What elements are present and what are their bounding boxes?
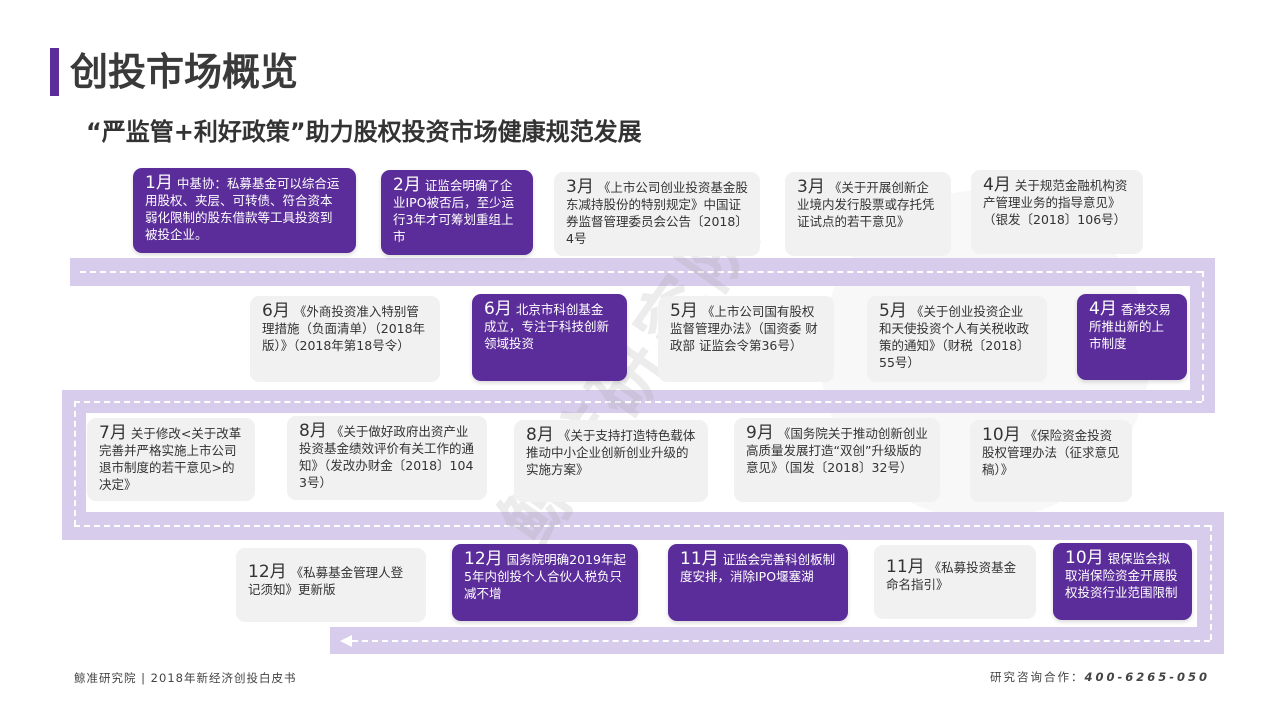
card-text: 证监会完善科创板制度安排，消除IPO堰塞湖 (680, 552, 836, 584)
timeline-card-r2-c5: 4月香港交易所推出新的上市制度 (1077, 294, 1187, 380)
card-text: 《保险资金投资股权管理办法（征求意见稿）》 (982, 428, 1120, 477)
timeline-card-r1-c5: 4月关于规范金融机构资产管理业务的指导意见》（银发〔2018〕106号） (971, 170, 1143, 254)
timeline-card-r3-c3: 8月《关于支持打造特色载体推动中小企业创新创业升级的实施方案》 (514, 420, 708, 502)
card-text: 《关于支持打造特色载体推动中小企业创新创业升级的实施方案》 (526, 428, 696, 477)
track-dash-right3 (1210, 525, 1212, 640)
card-month: 5月 (670, 301, 698, 321)
timeline-card-r3-c1: 7月关于修改<关于改革完善并严格实施上市公司退市制度的若干意见>的决定》 (87, 418, 255, 501)
timeline-card-r4-c1: 12月《私募基金管理人登记须知》更新版 (236, 548, 426, 622)
card-text: 《私募基金管理人登记须知》更新版 (248, 565, 404, 597)
timeline-card-r4-c2: 12月国务院明确2019年起5年内创投个人合伙人税负只减不增 (452, 544, 638, 621)
page-title: 创投市场概览 (70, 50, 299, 94)
card-text: 《上市公司国有股权监督管理办法》（国资委 财政部 证监会令第36号） (670, 304, 818, 353)
track-dash-right1 (1202, 271, 1204, 401)
footer-contact-label: 研究咨询合作： (990, 670, 1085, 684)
timeline-card-r1-c3: 3月《上市公司创业投资基金股东减持股份的特别规定》中国证券监督管理委员会公告〔2… (554, 172, 760, 256)
footer-phone: 400-6265-050 (1084, 670, 1211, 684)
card-text: 《国务院关于推动创新创业高质量发展打造“双创”升级版的意见》（国发〔2018〕3… (746, 426, 928, 475)
timeline-card-r2-c4: 5月《关于创业投资企业和天使投资个人有关税收政策的通知》（财税〔2018〕55号… (867, 296, 1047, 382)
card-text: 《关于创业投资企业和天使投资个人有关税收政策的通知》（财税〔2018〕55号） (879, 304, 1030, 370)
card-text: 证监会明确了企业IPO被否后，至少运行3年才可筹划重组上市 (393, 178, 515, 244)
title-accent-bar (50, 48, 59, 96)
card-text: 银保监会拟取消保险资金开展股权投资行业范围限制 (1065, 551, 1178, 600)
card-text: 国务院明确2019年起5年内创投个人合伙人税负只减不增 (464, 552, 626, 601)
card-month: 4月 (983, 175, 1011, 195)
card-month: 3月 (797, 177, 825, 197)
timeline-card-r4-c4: 11月《私募投资基金命名指引》 (874, 545, 1036, 619)
timeline-card-r1-c1: 1月中基协：私募基金可以综合运用股权、夹层、可转债、符合资本弱化限制的股东借款等… (133, 168, 356, 253)
card-text: 中基协：私募基金可以综合运用股权、夹层、可转债、符合资本弱化限制的股东借款等工具… (145, 176, 340, 242)
card-month: 2月 (393, 175, 421, 195)
timeline-card-r4-c3: 11月证监会完善科创板制度安排，消除IPO堰塞湖 (668, 544, 848, 621)
card-month: 8月 (299, 421, 327, 441)
card-text: 关于修改<关于改革完善并严格实施上市公司退市制度的若干意见>的决定》 (99, 426, 242, 492)
track-arrow-icon (340, 635, 352, 647)
timeline-card-r2-c2: 6月北京市科创基金成立，专注于科技创新领域投资 (472, 294, 627, 381)
card-text: 北京市科创基金成立，专注于科技创新领域投资 (484, 302, 610, 351)
card-month: 4月 (1089, 299, 1117, 319)
track-dash-row3 (74, 525, 1210, 527)
card-text: 香港交易所推出新的上市制度 (1089, 302, 1171, 351)
timeline-card-r4-c5: 10月银保监会拟取消保险资金开展股权投资行业范围限制 (1053, 543, 1192, 620)
card-month: 6月 (262, 301, 290, 321)
timeline-card-r3-c4: 9月《国务院关于推动创新创业高质量发展打造“双创”升级版的意见》（国发〔2018… (734, 418, 940, 502)
track-dash-row1 (80, 271, 1202, 273)
card-text: 《外商投资准入特别管理措施（负面清单）（2018年版）》（2018年第18号令） (262, 304, 426, 353)
card-month: 10月 (1065, 548, 1104, 568)
card-month: 6月 (484, 299, 512, 319)
card-month: 12月 (464, 549, 503, 569)
card-month: 11月 (680, 549, 719, 569)
card-month: 12月 (248, 562, 287, 582)
timeline-card-r3-c2: 8月《关于做好政府出资产业投资基金绩效评价有关工作的通知》（发改办财金〔2018… (287, 416, 487, 500)
card-text: 《关于开展创新企业境内发行股票或存托凭证试点的若干意见》 (797, 180, 935, 229)
card-month: 11月 (886, 557, 925, 577)
card-month: 5月 (879, 301, 907, 321)
card-month: 8月 (526, 425, 554, 445)
timeline-card-r3-c5: 10月《保险资金投资股权管理办法（征求意见稿）》 (970, 420, 1132, 502)
track-dash-left2 (74, 401, 76, 526)
card-month: 3月 (566, 177, 594, 197)
card-month: 10月 (982, 425, 1021, 445)
card-month: 1月 (145, 173, 173, 193)
timeline-card-r2-c3: 5月《上市公司国有股权监督管理办法》（国资委 财政部 证监会令第36号） (658, 296, 834, 382)
card-month: 7月 (99, 423, 127, 443)
card-month: 9月 (746, 423, 774, 443)
timeline-card-r2-c1: 6月《外商投资准入特别管理措施（负面清单）（2018年版）》（2018年第18号… (250, 296, 440, 382)
timeline-card-r1-c4: 3月《关于开展创新企业境内发行股票或存托凭证试点的若干意见》 (785, 172, 951, 256)
card-text: 关于规范金融机构资产管理业务的指导意见》（银发〔2018〕106号） (983, 178, 1128, 227)
card-text: 《私募投资基金命名指引》 (886, 560, 1017, 592)
card-text: 《关于做好政府出资产业投资基金绩效评价有关工作的通知》（发改办财金〔2018〕1… (299, 424, 475, 490)
track-dash-row2 (74, 401, 1202, 403)
footer-source: 鲸准研究院 | 2018年新经济创投白皮书 (74, 671, 297, 685)
page-subtitle: “严监管+利好政策”助力股权投资市场健康规范发展 (86, 118, 642, 146)
card-text: 《上市公司创业投资基金股东减持股份的特别规定》中国证券监督管理委员会公告〔201… (566, 180, 748, 246)
timeline-card-r1-c2: 2月证监会明确了企业IPO被否后，至少运行3年才可筹划重组上市 (381, 170, 533, 255)
track-dash-row4 (352, 640, 1210, 642)
footer-contact: 研究咨询合作：400-6265-050 (990, 669, 1210, 685)
